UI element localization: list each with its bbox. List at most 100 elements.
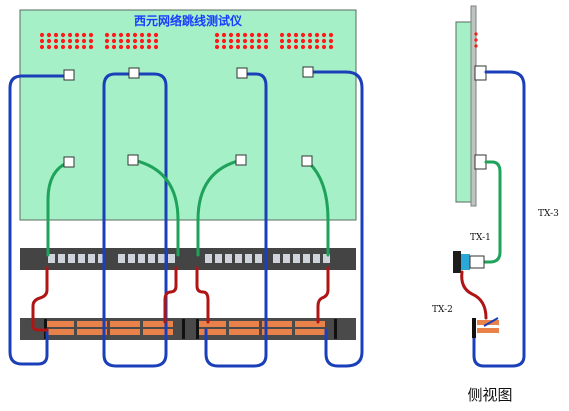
led-dot [228, 32, 234, 38]
led-dot [111, 38, 117, 44]
led-dot [242, 32, 248, 38]
led-dot [279, 32, 285, 38]
led-dot [88, 38, 94, 44]
led-dot [60, 38, 66, 44]
side-block-pair-2 [477, 328, 499, 333]
terminal-pair [110, 329, 140, 335]
green-cable-3 [196, 158, 244, 257]
led-dot [39, 32, 45, 38]
red-cable-1 [31, 266, 49, 332]
tx1-label: TX-1 [470, 233, 491, 243]
led-dot [74, 44, 80, 50]
blue-cable-2 [102, 72, 168, 368]
terminal-pair [229, 329, 259, 335]
terminal-pair [295, 321, 325, 327]
led-dot [307, 38, 313, 44]
led-dot [221, 38, 227, 44]
led-dot [235, 44, 241, 50]
side-led [474, 32, 478, 36]
led-dot [104, 32, 110, 38]
led-dot [53, 38, 59, 44]
led-dot [60, 32, 66, 38]
terminal-pair [196, 321, 226, 327]
led-dot [221, 44, 227, 50]
led-dot [81, 38, 87, 44]
side-block-wire [483, 317, 499, 327]
patch-port [128, 254, 135, 263]
led-dot [249, 32, 255, 38]
led-dot [74, 38, 80, 44]
led-dot [118, 32, 124, 38]
led-dot [263, 32, 269, 38]
led-dot [39, 38, 45, 44]
block-divider [182, 319, 185, 339]
led-dot [263, 38, 269, 44]
red-cable-3 [195, 266, 210, 324]
front-view: 西元网络跳线测试仪 [8, 9, 364, 368]
green-cable-2 [131, 158, 180, 257]
terminal-pair [295, 329, 325, 335]
led-dot [249, 44, 255, 50]
led-dot [235, 38, 241, 44]
patch-port [88, 254, 95, 263]
led-dot [39, 44, 45, 50]
led-dot [307, 44, 313, 50]
led-dot [214, 38, 220, 44]
rj45-housing [453, 251, 461, 273]
terminal-pair [77, 321, 107, 327]
block-divider [334, 319, 337, 339]
tx1-cable [482, 160, 502, 264]
led-dot [53, 32, 59, 38]
led-dot [132, 44, 138, 50]
red-cable-2 [163, 266, 178, 324]
led-dot [104, 44, 110, 50]
top-port-3 [236, 67, 248, 79]
patch-port [118, 254, 125, 263]
led-dot [46, 44, 52, 50]
led-dot [118, 44, 124, 50]
led-dot [328, 44, 334, 50]
led-dot [125, 32, 131, 38]
blue-cables [8, 70, 364, 368]
led-dot [321, 38, 327, 44]
led-dot [146, 44, 152, 50]
led-dot [81, 44, 87, 50]
led-dot [104, 38, 110, 44]
top-port-2 [128, 67, 140, 79]
led-dot [242, 38, 248, 44]
blue-cable-4 [309, 70, 364, 368]
led-dot [214, 32, 220, 38]
led-dot [314, 44, 320, 50]
led-dot [67, 32, 73, 38]
tx2-label: TX-2 [432, 305, 453, 315]
terminal-pair [143, 321, 173, 327]
tester-title: 西元网络跳线测试仪 [134, 13, 243, 28]
blue-cable-1 [8, 74, 65, 366]
led-dot [256, 32, 262, 38]
led-dot [256, 38, 262, 44]
led-dot [125, 38, 131, 44]
led-dot [132, 32, 138, 38]
led-dot [153, 32, 159, 38]
led-dot [286, 44, 292, 50]
led-dot [300, 32, 306, 38]
led-dot [60, 44, 66, 50]
led-dot [242, 44, 248, 50]
side-block-pair-1 [477, 320, 499, 325]
led-indicators [39, 32, 334, 50]
led-dot [328, 38, 334, 44]
side-view: TX-1 TX-2 TX-3 侧视图 [432, 5, 559, 404]
led-dot [67, 38, 73, 44]
patch-port [68, 254, 75, 263]
patch-port [255, 254, 262, 263]
block-divider [196, 319, 199, 339]
led-dot [88, 32, 94, 38]
terminal-pair [44, 329, 74, 335]
led-dot [263, 44, 269, 50]
led-dot [139, 44, 145, 50]
red-cable-4 [316, 266, 330, 324]
patch-port [205, 254, 212, 263]
led-dot [286, 32, 292, 38]
led-dot [46, 38, 52, 44]
